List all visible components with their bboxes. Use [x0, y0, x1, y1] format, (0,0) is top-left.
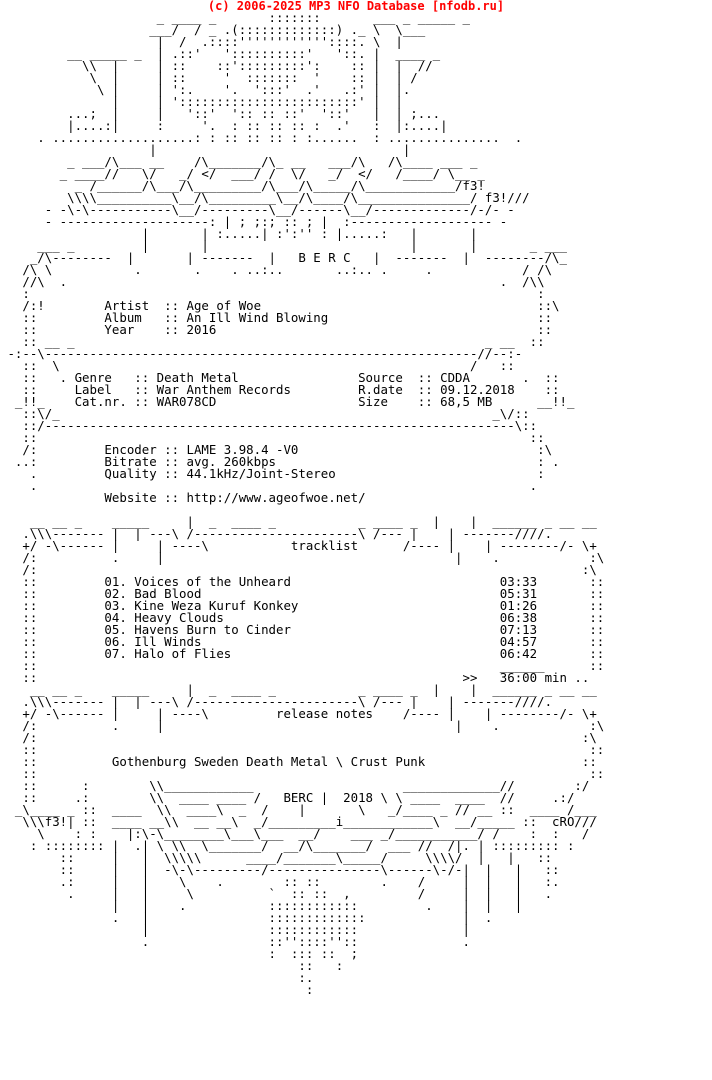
nfo-line: :: Label :: War Anthem Records R.date ::… [0, 382, 612, 397]
nfo-line: :: :: [0, 742, 605, 757]
nfo-line: __ __ _ _____ | _ ____ _ _ ____ _ | | __… [0, 514, 605, 529]
nfo-line: :: :: [0, 766, 605, 781]
nfo-line: ::\/_ _\/:: [0, 406, 582, 421]
nfo-line: :: 06. Ill Winds 04:57 :: [0, 634, 605, 649]
nfo-line: :: . Genre :: Death Metal Source :: CDDA… [0, 370, 612, 385]
nfo-line: . | | \ ` :: :: , / | | | . [0, 886, 612, 901]
nfo-line: | / .::::''''''''''''::::. \ | [0, 34, 620, 49]
nfo-line: \ : : |:\-\________\___\___ __/ ___ _/__… [0, 826, 605, 841]
nfo-line: \ | | ':. '. ':::' .' .:' | |. [0, 82, 612, 97]
nfo-line: /: . | | . :\ [0, 550, 605, 565]
nfo-line: :: Year :: 2016 :: [0, 322, 605, 337]
nfo-line: :: 07. Halo of Flies 06:42 :: [0, 646, 605, 661]
nfo-line: ...; | | '::' ':: :: ::' '::' | | ;... [0, 106, 612, 121]
nfo-line: /: :\ [0, 730, 597, 745]
nfo-line: _\____ _ :: ____ \\ ____\ _ / | \ _/____… [0, 802, 605, 817]
nfo-line: :: 05. Havens Burn to Cinder 07:13 :: [0, 622, 605, 637]
nfo-line: : [0, 982, 620, 997]
nfo-line: |....:| : '. : :: :: :: : .' : |:....| [0, 118, 620, 133]
nfo-line: ___/ / _ .(:::::::::::::) ._ \ \___ [0, 22, 620, 37]
nfo-line: _!!_ Cat.nr. :: WAR078CD Size :: 68,5 MB… [0, 394, 620, 409]
nfo-line: . . [0, 478, 590, 493]
nfo-line: :: | | -\-\---------/---------------\---… [0, 862, 612, 877]
nfo-line: .: | | \ . :: :: . / | | | :. [0, 874, 612, 889]
nfo-line: +/ -\------ | | ----\ tracklist /---- | … [0, 538, 597, 553]
nfo-line: __ _____ _ | .::' '::::::::::' '::. | __… [0, 46, 612, 61]
nfo-database-header-link[interactable]: (c) 2006-2025 MP3 NFO Database [nfodb.ru… [207, 0, 505, 13]
nfo-line: :: 03. Kine Weza Kuruf Konkey 01:26 :: [0, 598, 605, 613]
nfo-line: . ...................: : :: :: :: : :...… [0, 130, 612, 145]
nfo-line: - -\-\-----------\__/---------\__/------… [0, 202, 620, 217]
nfo-line: __ __ _ _____ | _ ____ _ _ ____ _ | | __… [0, 682, 605, 697]
nfo-line: \\\\__________\__/\_________\__/\____/\_… [0, 190, 627, 205]
nfo-line: \\ | | :: ::':::::::::': :: | | // [0, 58, 612, 73]
nfo-line: :: 01. Voices of the Unheard 03:33 :: [0, 574, 605, 589]
nfo-line: \ | | :: ' ::::::: ' :: | | / [0, 70, 612, 85]
nfo-line: :: __ _ _ __ :: [0, 334, 597, 349]
nfo-line: _ ___/\___ __ /\_______/\_ __ ___/\ /\__… [0, 154, 620, 169]
nfo-line: .\\\------- | | ---\ /------------------… [0, 526, 553, 541]
nfo-line: | :::::::::::: | [0, 922, 612, 937]
nfo-line: : : [0, 286, 597, 301]
nfo-line: ___ _ | | | | _ ___ [0, 238, 627, 253]
nfo-line: _ /______/\___/\_________/\___/\_____/\_… [0, 178, 627, 193]
nfo-line: ..: Bitrate :: avg. 260kbps : . [0, 454, 597, 469]
nfo-line: ::/-------------------------------------… [0, 418, 590, 433]
nfo-line: _ ____ _ ::::::: ___ _ _____ _ [0, 10, 620, 25]
nfo-line: //\ . . /\\ [0, 274, 605, 289]
nfo-line: :: : \\____________ _____________// :/ [0, 778, 597, 793]
nfo-line: :: \ / :: [0, 358, 567, 373]
nfo-line: . Quality :: 44.1kHz/Joint-Stereo : [0, 466, 597, 481]
nfo-line: .\\\------- | | ---\ /------------------… [0, 694, 553, 709]
nfo-line: - --------------------: | ; ;:; :: ; | :… [0, 214, 620, 229]
nfo-ascii-art-text: _ ____ _ ::::::: ___ _ _____ _ ___/ / _ … [0, 10, 712, 997]
nfo-line: :: .: \\ ____ ____ / BERC | 2018 \ \ ___… [0, 790, 590, 805]
nfo-line: _/\-------- | | ------- | B E R C | ----… [0, 250, 612, 265]
nfo-line: :: ______ :: [0, 658, 605, 673]
nfo-line: Website :: http://www.ageofwoe.net/ [0, 490, 597, 505]
nfo-line: :: | | \\\\\ ____/_______\_____/ \\\\/ |… [0, 850, 605, 865]
nfo-line: -:--\-----------------------------------… [0, 346, 530, 361]
nfo-line: | | '::::::::::::::::::::::::' | | [0, 94, 612, 109]
nfo-line: :: Gothenburg Sweden Death Metal \ Crust… [0, 754, 597, 769]
nfo-line: | | [0, 142, 620, 157]
nfo-line: /:! Artist :: Age of Woe ::\ [0, 298, 605, 313]
nfo-line: +/ -\------ | | ----\ release notes /---… [0, 706, 597, 721]
nfo-line: :: :: [0, 430, 597, 445]
nfo-line: :. [0, 970, 620, 985]
nfo-line: :: Album :: An Ill Wind Blowing :: [0, 310, 605, 325]
nfo-line: : :::::::: | .| \ \\ \_______/ __/\_____… [0, 838, 597, 853]
nfo-line: /\ \ . . . ..:.. ..:.. . . / /\ [0, 262, 612, 277]
nfo-line: /: . | | . :\ [0, 718, 605, 733]
nfo-line: :: 02. Bad Blood 05:31 :: [0, 586, 605, 601]
nfo-line: /: :\ [0, 562, 597, 577]
nfo-line: : ::: :: ; [0, 946, 620, 961]
nfo-line: :: >> 36:00 min .. [0, 670, 590, 685]
nfo-line: . ::''::::'':: . [0, 934, 612, 949]
nfo-line: | | . :::::::::::: . | | | [0, 898, 612, 913]
nfo-line: \\\f3!| :: ____ __\\ __ __\ _/_________i… [0, 814, 597, 829]
nfo-line: | | :.....| :':'' : |.....: | | [0, 226, 627, 241]
nfo-line: :: : [0, 958, 620, 973]
nfo-line: /: Encoder :: LAME 3.98.4 -V0 :\ [0, 442, 597, 457]
nfo-line: . | ::::::::::::: | . [0, 910, 612, 925]
nfo-line: :: 04. Heavy Clouds 06:38 :: [0, 610, 605, 625]
nfo-line: _ ____// \/ _/ </ ___/ / \/ _/ </ /____/… [0, 166, 620, 181]
